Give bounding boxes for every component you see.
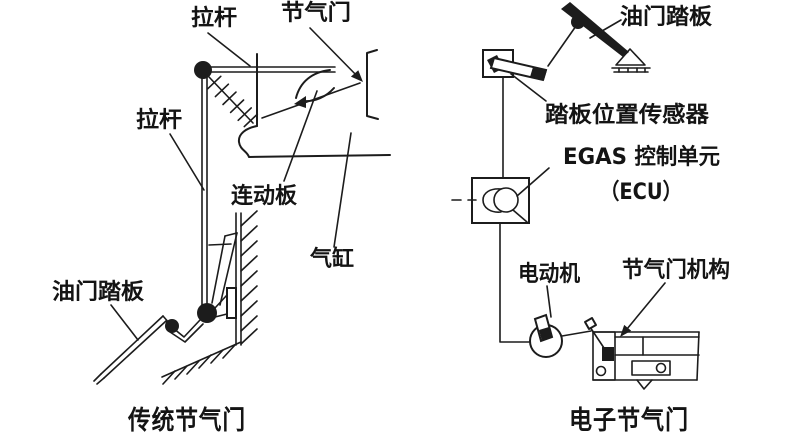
pivot-dot-large: [197, 303, 217, 323]
label-accelerator-pedal-left: 油门踏板: [52, 279, 145, 305]
wall-hatching: [235, 210, 258, 346]
pivot-dot-top: [194, 61, 212, 79]
ground-hatching: [161, 341, 242, 385]
cylinder-leader-line: [333, 132, 352, 248]
ecu-symbol: [451, 187, 528, 223]
right-diagram: 油门踏板 踏板位置传感器 EGAS 控制单元 （ECU） 电动机 节气门机构 电…: [451, 2, 730, 436]
linkage-plate-outline: [237, 53, 391, 158]
throttle-plate-arcs: [294, 69, 335, 108]
label-egas-control-unit: EGAS 控制单元: [563, 144, 720, 170]
throttle-mechanism-body: [584, 317, 700, 390]
motor-flag-dark: [539, 327, 552, 341]
lever-arm: [208, 232, 238, 306]
label-pull-rod-side: 拉杆: [136, 107, 182, 133]
caption-electronic-throttle: 电子节气门: [569, 405, 689, 436]
diagonal-link-rod: [261, 82, 361, 119]
left-diagram: 拉杆 节气门 拉杆 连动板 气缸 油门踏板 传统节气门: [52, 0, 391, 436]
mechanism-arrowhead: [620, 324, 632, 337]
cylinder-bracket: [366, 49, 379, 120]
wire-motor-to-mechanism: [561, 330, 592, 337]
pedal-linkage: [93, 315, 204, 385]
label-accelerator-pedal-right: 油门踏板: [620, 4, 713, 30]
pedal-pivot-dot: [571, 15, 585, 29]
right-label-leaders: [510, 19, 666, 336]
label-cylinder: 气缸: [309, 246, 354, 272]
left-label-leaders: [110, 27, 362, 341]
joint-connectors: [214, 294, 228, 318]
label-ecu: （ECU）: [600, 180, 682, 205]
label-pedal-position-sensor: 踏板位置传感器: [545, 102, 710, 128]
wire-ecu-to-motor: [499, 222, 530, 343]
pedal-bar: [561, 2, 629, 57]
label-throttle-valve: 节气门: [281, 0, 351, 26]
wall-bracket: [226, 287, 237, 319]
caption-traditional-throttle: 传统节气门: [127, 405, 246, 436]
horizontal-rod-lines: [206, 66, 336, 73]
throttle-valve-arrowhead: [350, 70, 363, 82]
label-throttle-mechanism: 节气门机构: [622, 257, 730, 283]
sensor-lever-end: [530, 67, 547, 80]
pedal-link-rod: [547, 25, 577, 67]
label-linkage-plate: 连动板: [231, 183, 298, 209]
label-electric-motor: 电动机: [518, 262, 580, 287]
pedal-mount: [611, 48, 651, 73]
hatched-strut: [207, 75, 259, 128]
vertical-rod-lines: [201, 77, 208, 307]
label-pull-rod-top: 拉杆: [191, 5, 237, 31]
